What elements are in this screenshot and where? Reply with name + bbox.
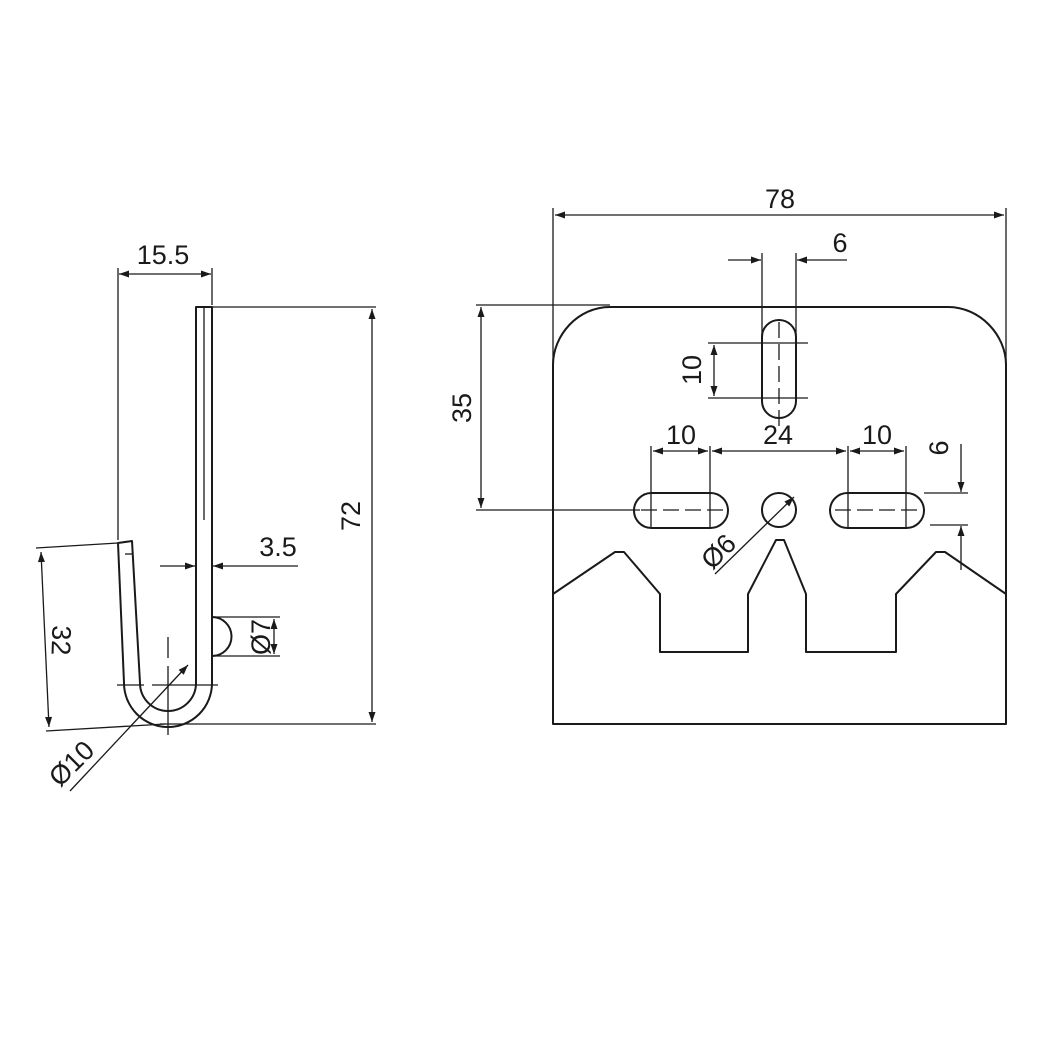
dim-line-32 (37, 551, 53, 728)
dim-6-diameter-label: Ø6 (695, 528, 742, 575)
dim-6-label: 6 (832, 228, 847, 258)
front-top-edge (552, 306, 1007, 366)
ext-line-32-top (35, 542, 119, 549)
dim-10v-label: 10 (677, 355, 707, 385)
dim-10-diameter-label: Ø10 (43, 735, 100, 792)
dim-72-label: 72 (336, 501, 366, 531)
dim-3-5-label: 3.5 (259, 532, 297, 562)
right-slot (829, 492, 925, 529)
center-hole (761, 492, 797, 528)
dim-line-10-diameter (69, 664, 189, 792)
dim-35-label: 35 (447, 393, 477, 423)
dim-15-5-label: 15.5 (137, 240, 190, 270)
dim-10l-label: 10 (666, 420, 696, 450)
dim-6v-label: 6 (924, 440, 954, 455)
front-bounding-box (552, 364, 1007, 725)
dim-10r-label: 10 (862, 420, 892, 450)
bulge-profile (211, 616, 233, 657)
dim-24-label: 24 (763, 420, 793, 450)
front-view: 78 6 10 35 10 24 10 6 (447, 184, 1007, 725)
ext-line-32-bottom (45, 723, 166, 732)
dim-7-label: Ø7 (246, 619, 276, 655)
notched-profile (552, 539, 1007, 653)
dim-32-label: 32 (45, 625, 76, 656)
side-view: 15.5 72 32 3.5 Ø7 Ø10 (35, 240, 376, 792)
hook-outline (117, 306, 213, 728)
dim-78-label: 78 (765, 184, 795, 214)
dim-line-6-diameter (714, 496, 795, 575)
